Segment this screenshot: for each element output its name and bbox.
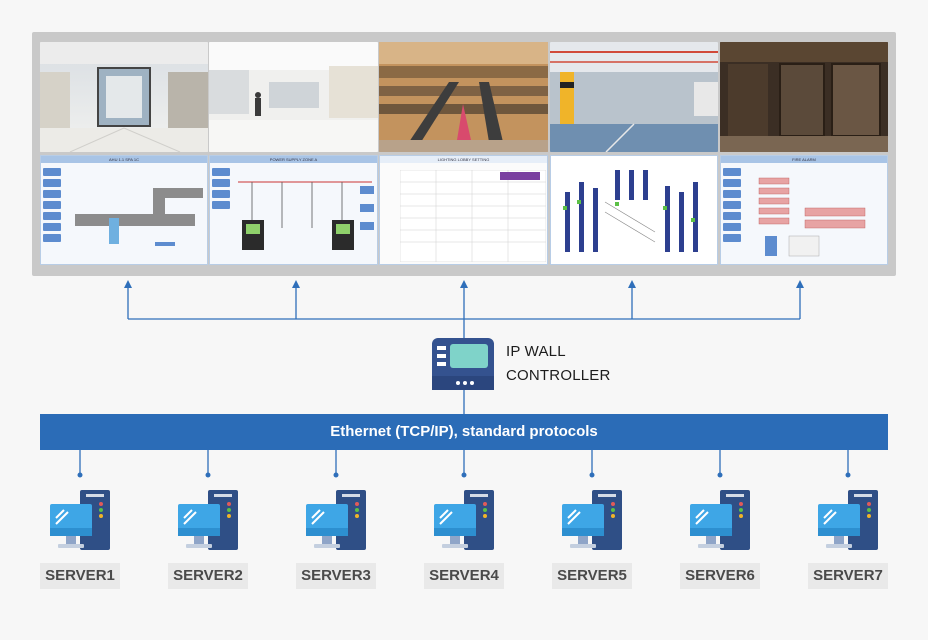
scada-title: POWER SUPPLY ZONE A bbox=[210, 156, 377, 163]
server-label: SERVER1 bbox=[40, 563, 120, 589]
scada-title: AHU 1.1 SPA 1C bbox=[41, 156, 207, 163]
camera-feed-atrium-escalator bbox=[379, 42, 548, 152]
scada-screen-distribution bbox=[550, 155, 718, 265]
server-icon bbox=[306, 490, 366, 550]
controller-label-line1: IP WALL bbox=[506, 343, 566, 360]
ethernet-bus: Ethernet (TCP/IP), standard protocols bbox=[40, 414, 888, 450]
camera-feed-elevator-lobby bbox=[720, 42, 888, 152]
scada-screen-lighting: LIGHTING LOBBY SETTING bbox=[379, 155, 548, 265]
scada-title: LIGHTING LOBBY SETTING bbox=[380, 156, 547, 163]
camera-feed-mall-corridor bbox=[209, 42, 378, 152]
camera-feed-mall-lobby bbox=[40, 42, 208, 152]
server-label: SERVER7 bbox=[808, 563, 888, 589]
server-icon bbox=[178, 490, 238, 550]
server-label: SERVER2 bbox=[168, 563, 248, 589]
scada-screen-ahu: AHU 1.1 SPA 1C bbox=[40, 155, 208, 265]
server-label: SERVER3 bbox=[296, 563, 376, 589]
controller-label: IP WALL CONTROLLER bbox=[506, 340, 611, 388]
video-wall: AHU 1.1 SPA 1C POWER SUPPLY ZONE A bbox=[32, 32, 896, 276]
server-icon bbox=[818, 490, 878, 550]
server-label: SERVER6 bbox=[680, 563, 760, 589]
scada-screen-fire-alarm: FIRE ALARM bbox=[720, 155, 888, 265]
server-icon bbox=[434, 490, 494, 550]
server-icon bbox=[690, 490, 750, 550]
camera-feed-parking-garage bbox=[550, 42, 718, 152]
server-icon bbox=[50, 490, 110, 550]
scada-title: FIRE ALARM bbox=[721, 156, 887, 163]
server-label: SERVER4 bbox=[424, 563, 504, 589]
server-icon bbox=[562, 490, 622, 550]
controller-icon bbox=[432, 338, 494, 390]
controller-label-line2: CONTROLLER bbox=[506, 367, 611, 384]
scada-screen-power-supply: POWER SUPPLY ZONE A bbox=[209, 155, 378, 265]
server-label: SERVER5 bbox=[552, 563, 632, 589]
